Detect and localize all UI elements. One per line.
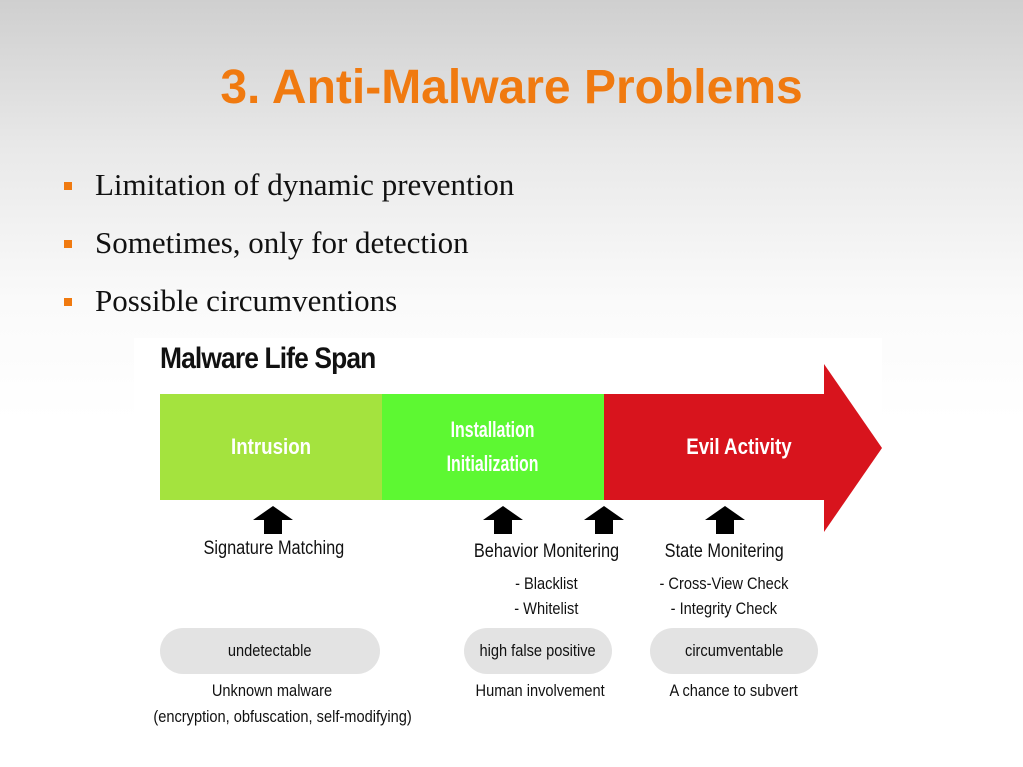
stage-label: Intrusion — [230, 434, 311, 459]
slide-title: 3. Anti-Malware Problems — [220, 61, 803, 114]
arrow-head-icon — [824, 364, 882, 532]
method-title-text: Signature Matching — [203, 538, 345, 559]
note-text: Unknown malware — [211, 681, 333, 700]
status-text: circumventable — [684, 641, 784, 660]
note-text: Human involvement — [475, 681, 605, 700]
method-title-behavior: Behavior Monitering — [446, 541, 646, 563]
method-item-text: - Blacklist — [514, 574, 578, 593]
status-pill-false-positive: high false positive — [464, 628, 612, 674]
method-title-text: Behavior Monitering — [473, 541, 619, 562]
method-item-text: - Cross-View Check — [659, 574, 789, 593]
stage-intrusion: Intrusion — [160, 394, 382, 500]
square-bullet-icon — [64, 298, 72, 306]
method-note-behavior: Human involvement — [446, 678, 634, 704]
status-pill-circumventable: circumventable — [650, 628, 818, 674]
stage-label-wrap: Installation Initialization — [439, 413, 547, 481]
method-title-signature: Signature Matching — [174, 538, 374, 560]
status-text: undetectable — [228, 641, 312, 660]
method-item: - Integrity Check — [624, 599, 824, 619]
up-arrow-icon — [705, 506, 745, 534]
method-note-state: A chance to subvert — [634, 678, 834, 704]
bullet-text: Sometimes, only for detection — [95, 225, 469, 260]
bullet-item: Sometimes, only for detection — [58, 222, 514, 280]
method-title-state: State Monitering — [624, 541, 824, 563]
up-arrow-icon — [253, 506, 293, 534]
malware-life-span-diagram: Malware Life Span Intrusion Installation… — [134, 338, 882, 738]
stage-label: Installation — [451, 417, 535, 442]
note-text: (encryption, obfuscation, self-modifying… — [153, 707, 412, 726]
bullet-text: Possible circumventions — [95, 283, 398, 318]
method-note-signature: Unknown malware (encryption, obfuscation… — [134, 678, 412, 730]
bullet-item: Limitation of dynamic prevention — [58, 164, 514, 222]
square-bullet-icon — [64, 182, 72, 190]
stage-label: Evil Activity — [686, 434, 792, 459]
diagram-heading: Malware Life Span — [160, 342, 376, 375]
method-item-text: - Whitelist — [513, 599, 579, 618]
up-arrow-icon — [584, 506, 624, 534]
stage-evil-activity-bar — [604, 394, 826, 500]
method-item-text: - Integrity Check — [670, 599, 778, 618]
bullet-item: Possible circumventions — [58, 280, 514, 338]
status-pill-undetectable: undetectable — [160, 628, 380, 674]
note-text: A chance to subvert — [669, 681, 799, 700]
square-bullet-icon — [64, 240, 72, 248]
status-text: high false positive — [479, 641, 597, 660]
stage-evil-activity: Evil Activity — [604, 394, 874, 500]
method-title-text: State Monitering — [664, 541, 784, 562]
bullet-list: Limitation of dynamic prevention Sometim… — [58, 164, 514, 338]
up-arrow-icon — [483, 506, 523, 534]
method-item: - Cross-View Check — [624, 574, 824, 594]
bullet-text: Limitation of dynamic prevention — [95, 167, 515, 202]
method-item: - Blacklist — [446, 574, 646, 594]
method-item: - Whitelist — [446, 599, 646, 619]
stage-installation: Installation Initialization — [382, 394, 604, 500]
stage-label: Initialization — [447, 451, 539, 476]
